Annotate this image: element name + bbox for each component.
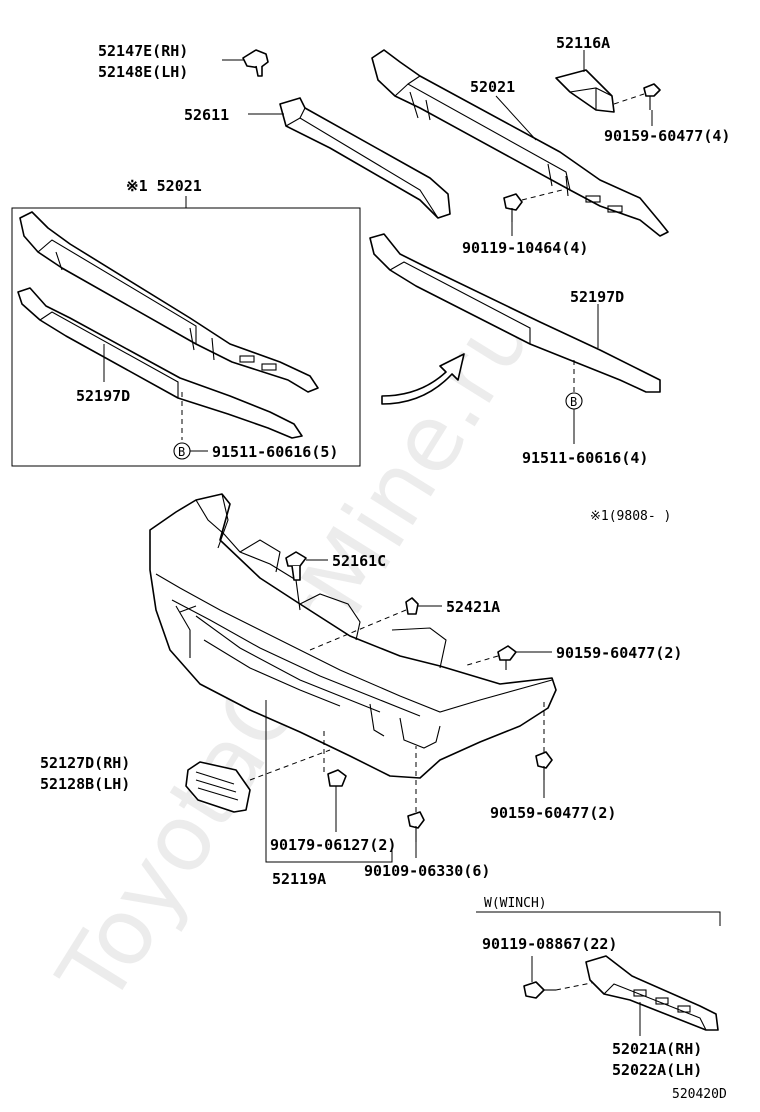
label-52128B: 52128B(LH): [40, 775, 130, 793]
label-90119-08867: 90119-08867(22): [482, 935, 617, 953]
label-90119-10464: 90119-10464(4): [462, 239, 588, 257]
bolt-icon: [503, 193, 523, 222]
bracket-52197D: [369, 233, 661, 393]
inset-frame: [11, 207, 361, 467]
circle-b-label-2: B: [570, 395, 577, 409]
label-90109-06330: 90109-06330(6): [364, 862, 490, 880]
label-52127D: 52127D(RH): [40, 754, 130, 772]
grille-52127D: [185, 761, 251, 813]
label-52421A: 52421A: [446, 598, 500, 616]
label-52147E: 52147E(RH): [98, 42, 188, 60]
label-52021A: 52021A(RH): [612, 1040, 702, 1058]
figure-code: 520420D: [672, 1087, 727, 1102]
label-52611: 52611: [184, 106, 229, 124]
note-9808: ※1(9808- ): [590, 509, 671, 524]
label-52197D: 52197D: [570, 288, 624, 306]
label-91511-60616-5: 91511-60616(5): [212, 443, 338, 461]
circle-b-label: B: [178, 445, 185, 459]
inset-title: ※1 52021: [126, 177, 202, 195]
winch-bracket-52021A: [585, 955, 719, 1031]
curved-arrow-icon: [381, 353, 465, 405]
label-52021-top: 52021: [470, 78, 515, 96]
clip-icon: [285, 551, 307, 581]
label-winch: W(WINCH): [484, 896, 547, 911]
label-90159-60477-4: 90159-60477(4): [604, 127, 730, 145]
label-90179-06127: 90179-06127(2): [270, 836, 396, 854]
winch-bracket-line: [476, 911, 721, 926]
clip-icon: [242, 49, 269, 77]
absorber-52611: [279, 97, 451, 219]
bolt-icon: [523, 981, 556, 999]
bracket-52116A: [555, 69, 615, 113]
label-52116A: 52116A: [556, 34, 610, 52]
retainer-52421A: [405, 597, 419, 615]
inset-reinforcement: [19, 211, 319, 393]
label-90159-60477-2a: 90159-60477(2): [556, 644, 682, 662]
label-91511-60616-4: 91511-60616(4): [522, 449, 648, 467]
inset-bracket-52197D: [17, 287, 303, 439]
bumper-cover: [149, 493, 557, 779]
label-inset-52197D: 52197D: [76, 387, 130, 405]
label-52161C: 52161C: [332, 552, 386, 570]
bolt-icon: [497, 645, 517, 670]
bolt-icon: [643, 83, 661, 110]
clip-icon: [327, 769, 347, 787]
label-52148E: 52148E(LH): [98, 63, 188, 81]
assembly-bracket-52119A: [265, 700, 393, 863]
label-52119A: 52119A: [272, 870, 326, 888]
bolt-icon: [535, 751, 553, 780]
label-90159-60477-2b: 90159-60477(2): [490, 804, 616, 822]
reinforcement-52021: [371, 49, 669, 237]
label-52022A: 52022A(LH): [612, 1061, 702, 1079]
bolt-icon: [407, 811, 425, 842]
